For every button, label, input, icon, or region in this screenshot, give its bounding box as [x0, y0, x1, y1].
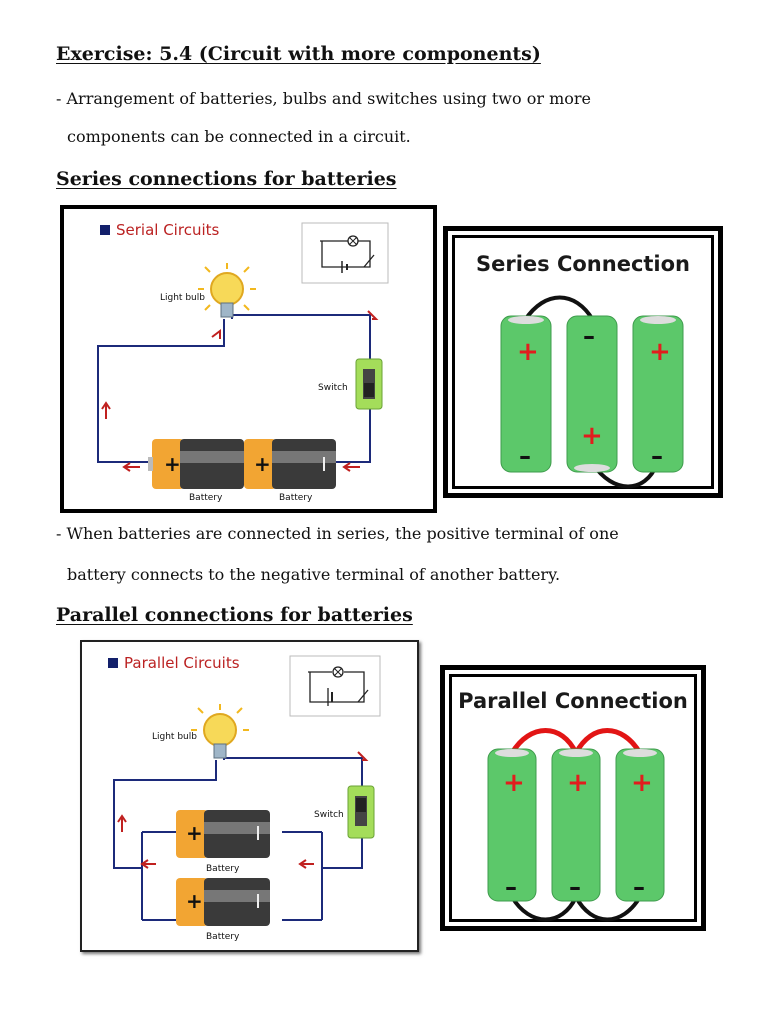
parallel-cells-svg: + – + – + – [487, 728, 665, 922]
wire-right [334, 405, 371, 463]
cell-2-icon: + – [551, 748, 601, 902]
svg-text:+: + [503, 768, 525, 798]
parallel-heading: Parallel connections for batteries [56, 604, 413, 626]
bulb-label: Light bulb [160, 293, 205, 303]
series-text-line-1: - When batteries are connected in series… [56, 524, 619, 543]
switch-label: Switch [314, 810, 344, 820]
wire-top [231, 314, 371, 361]
cell-1-icon: + – [487, 748, 537, 902]
battery-label-2: Battery [279, 493, 313, 503]
svg-text:+: + [581, 421, 603, 451]
svg-text:–: – [633, 873, 645, 901]
battery-label-2: Battery [206, 932, 240, 942]
battery-2-icon: + [176, 878, 270, 926]
svg-text:+: + [567, 768, 589, 798]
series-diagram-title: Serial Circuits [100, 221, 219, 239]
battery-2-icon: + [244, 439, 336, 489]
svg-text:+: + [186, 889, 203, 913]
parallel-connection-image: Parallel Connection + – + – + – [440, 665, 706, 931]
bulb-label: Light bulb [152, 732, 197, 742]
light-bulb-icon [198, 263, 256, 318]
intro-line-1: - Arrangement of batteries, bulbs and sw… [56, 89, 591, 108]
series-circuit-diagram: Serial Circuits [60, 205, 437, 513]
svg-text:–: – [651, 442, 663, 470]
svg-text:+: + [517, 337, 539, 367]
series-cells-svg: + – – + + – [500, 295, 684, 489]
parallel-circuit-diagram: Parallel Circuits [80, 640, 419, 952]
page-title: Exercise: 5.4 (Circuit with more compone… [56, 43, 541, 65]
svg-text:–: – [569, 873, 581, 901]
parallel-circuit-svg: + + [113, 655, 381, 926]
parallel-diagram-title: Parallel Circuits [108, 654, 240, 672]
cell-3-icon: + – [615, 748, 665, 902]
cell-1-icon: + – [500, 315, 552, 473]
battery-1-icon: + [148, 439, 244, 489]
light-bulb-icon [191, 704, 249, 759]
schematic-box [301, 222, 389, 284]
intro-line-2: components can be connected in a circuit… [67, 127, 411, 146]
svg-text:–: – [505, 873, 517, 901]
cell-3-icon: + – [632, 315, 684, 473]
svg-text:+: + [164, 452, 181, 476]
cell-2-icon: – + [566, 315, 618, 473]
series-connection-title: Series Connection [475, 252, 691, 276]
switch-icon [355, 358, 383, 410]
svg-text:–: – [583, 322, 595, 350]
svg-text:–: – [519, 442, 531, 470]
svg-text:+: + [186, 821, 203, 845]
series-heading: Series connections for batteries [56, 168, 397, 190]
switch-icon [347, 785, 375, 839]
battery-label-1: Battery [206, 864, 240, 874]
svg-text:+: + [254, 452, 271, 476]
series-text-line-2: battery connects to the negative termina… [67, 565, 561, 584]
svg-text:+: + [631, 768, 653, 798]
battery-1-icon: + [176, 810, 270, 858]
series-connection-image: Series Connection + – – + + – [443, 226, 723, 498]
switch-label: Switch [318, 383, 348, 393]
wire-left [97, 319, 225, 463]
battery-label-1: Battery [189, 493, 223, 503]
series-circuit-svg: + + [97, 222, 389, 489]
svg-text:+: + [649, 337, 671, 367]
parallel-connection-title: Parallel Connection [458, 689, 688, 713]
